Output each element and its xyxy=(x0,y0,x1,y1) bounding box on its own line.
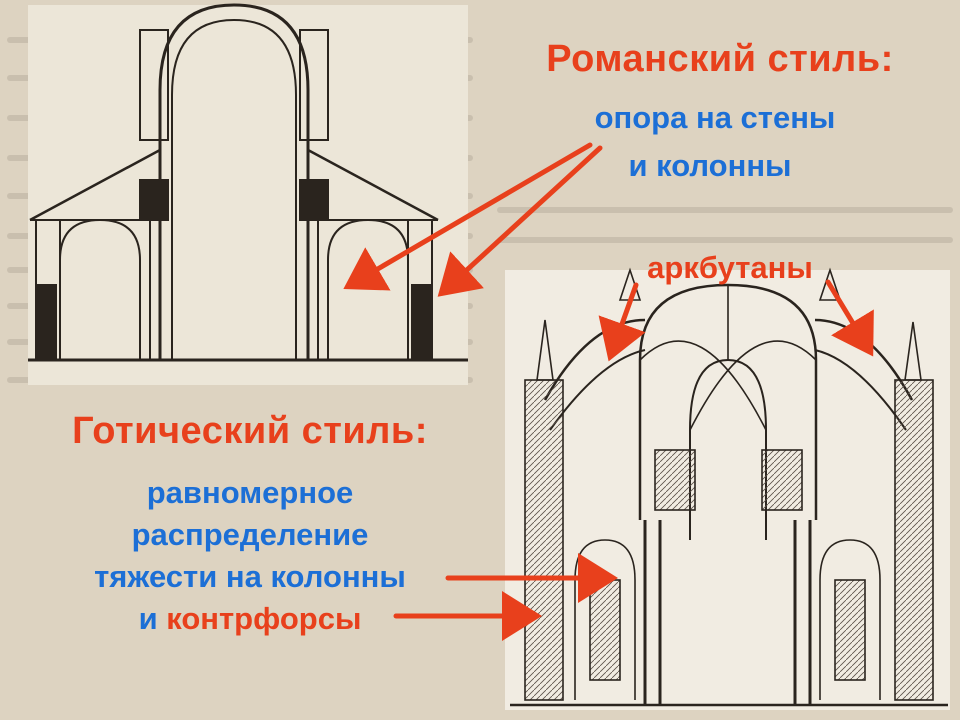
romanesque-section-drawing xyxy=(28,3,468,385)
gothic-cathedral-drawing xyxy=(505,267,950,710)
arrow-romanesque-wall xyxy=(343,142,593,291)
annotation-arrows xyxy=(343,142,874,641)
romanesque-description-line-1: опора на стены xyxy=(594,100,836,135)
gothic-description-line-4: и контрфорсы xyxy=(90,601,410,637)
gothic-style-title: Готический стиль: xyxy=(72,410,428,452)
flying-buttress-label: аркбутаны xyxy=(647,250,813,285)
arrow-romanesque-column xyxy=(437,145,603,297)
gothic-description-line-2: распределение xyxy=(131,517,369,552)
arrow-buttress-left xyxy=(598,282,646,362)
gothic-line-4-conjunction: и xyxy=(138,601,167,636)
arrow-buttress-right xyxy=(825,279,874,357)
gothic-buttress-term: контрфорсы xyxy=(166,601,362,636)
romanesque-description-line-2: и колонны xyxy=(628,148,792,183)
gothic-description-line-1: равномерное xyxy=(146,475,354,510)
gothic-description-line-3: тяжести на колонны xyxy=(94,559,406,594)
romanesque-style-title: Романский стиль: xyxy=(546,38,894,80)
